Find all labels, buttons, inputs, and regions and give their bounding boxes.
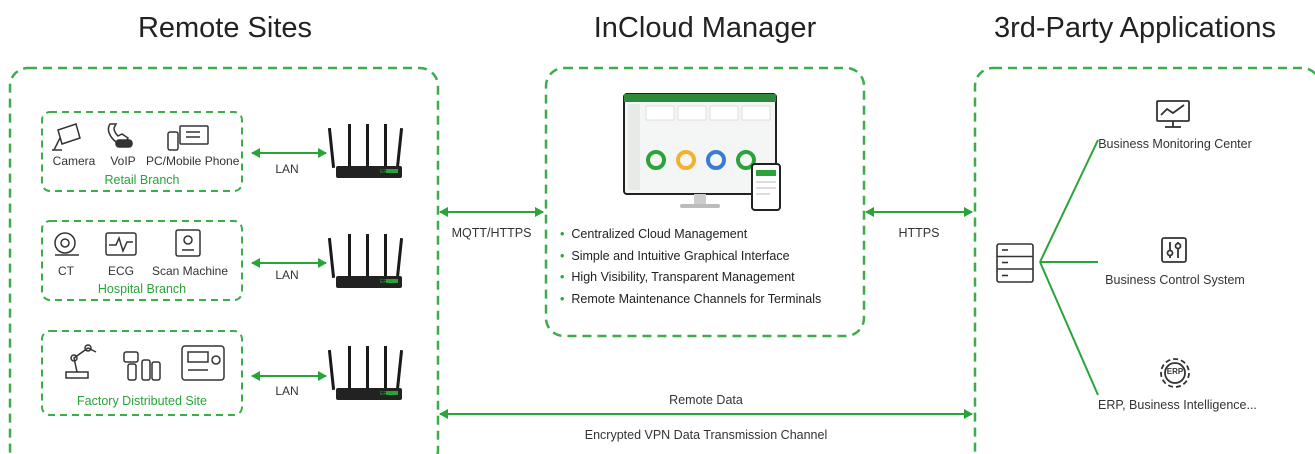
router-icon-3 <box>327 346 404 400</box>
tablet-icon <box>751 163 781 211</box>
lan-label-1: LAN <box>275 162 299 176</box>
ct-icon <box>54 232 79 256</box>
device-label-scan-machine: Scan Machine <box>151 264 229 278</box>
router-model-3: ER805 <box>380 391 396 397</box>
mqtt-https-label: MQTT/HTTPS <box>451 226 532 240</box>
third-party-title: 3rd-Party Applications <box>993 12 1277 44</box>
third-party-box <box>973 66 1315 454</box>
app-label-monitoring: Business Monitoring Center <box>1098 137 1252 151</box>
factory-site-label: Factory Distributed Site <box>77 394 207 408</box>
incloud-manager-title: InCloud Manager <box>593 12 817 44</box>
remote-data-label: Remote Data <box>669 393 743 407</box>
feature-list: Centralized Cloud Management Simple and … <box>560 224 821 310</box>
router-model-2: ER805 <box>380 279 396 285</box>
device-label-voip: VoIP <box>110 154 136 168</box>
app-label-erp: ERP, Business Intelligence... <box>1098 398 1257 412</box>
device-label-ct: CT <box>58 264 74 278</box>
retail-branch-box <box>41 111 243 192</box>
router-model-1: ER805 <box>380 169 396 175</box>
remote-sites-box <box>8 66 440 454</box>
remote-sites-title: Remote Sites <box>137 12 313 44</box>
app-label-control: Business Control System <box>1105 273 1245 287</box>
hospital-branch-label: Hospital Branch <box>97 282 187 296</box>
router-icon-2 <box>327 234 404 288</box>
device-label-pc-mobile: PC/Mobile Phone <box>146 154 240 168</box>
erp-icon-text: ERP <box>1166 367 1184 376</box>
dashboard-monitor-icon <box>623 93 777 208</box>
robot-arm-icon <box>65 344 97 379</box>
feature-item: Simple and Intuitive Graphical Interface <box>560 246 821 268</box>
app-connection-lines <box>1039 139 1099 396</box>
https-label: HTTPS <box>898 226 940 240</box>
lan-label-3: LAN <box>275 384 299 398</box>
camera-icon <box>52 123 81 151</box>
monitor-chart-icon <box>1156 100 1190 128</box>
lan-label-2: LAN <box>275 268 299 282</box>
bottling-icon <box>123 351 161 381</box>
device-label-ecg: ECG <box>107 264 134 278</box>
pc-mobile-icon <box>167 125 209 151</box>
erp-gear-icon <box>1160 358 1190 388</box>
feature-item: Centralized Cloud Management <box>560 224 821 246</box>
retail-branch-label: Retail Branch <box>104 173 180 187</box>
scan-machine-icon <box>175 229 201 257</box>
feature-item: Remote Maintenance Channels for Terminal… <box>560 289 821 311</box>
vpn-channel-label: Encrypted VPN Data Transmission Channel <box>584 428 828 442</box>
router-icon-1 <box>327 124 404 178</box>
control-sliders-icon <box>1161 237 1187 263</box>
device-label-camera: Camera <box>52 154 96 168</box>
voip-phone-icon <box>107 123 133 148</box>
control-panel-icon <box>181 345 225 381</box>
server-icon <box>996 243 1034 283</box>
ecg-icon <box>105 232 137 256</box>
factory-site-box <box>41 330 243 416</box>
hospital-branch-box <box>41 220 243 301</box>
feature-item: High Visibility, Transparent Management <box>560 267 821 289</box>
incloud-box <box>544 66 866 338</box>
